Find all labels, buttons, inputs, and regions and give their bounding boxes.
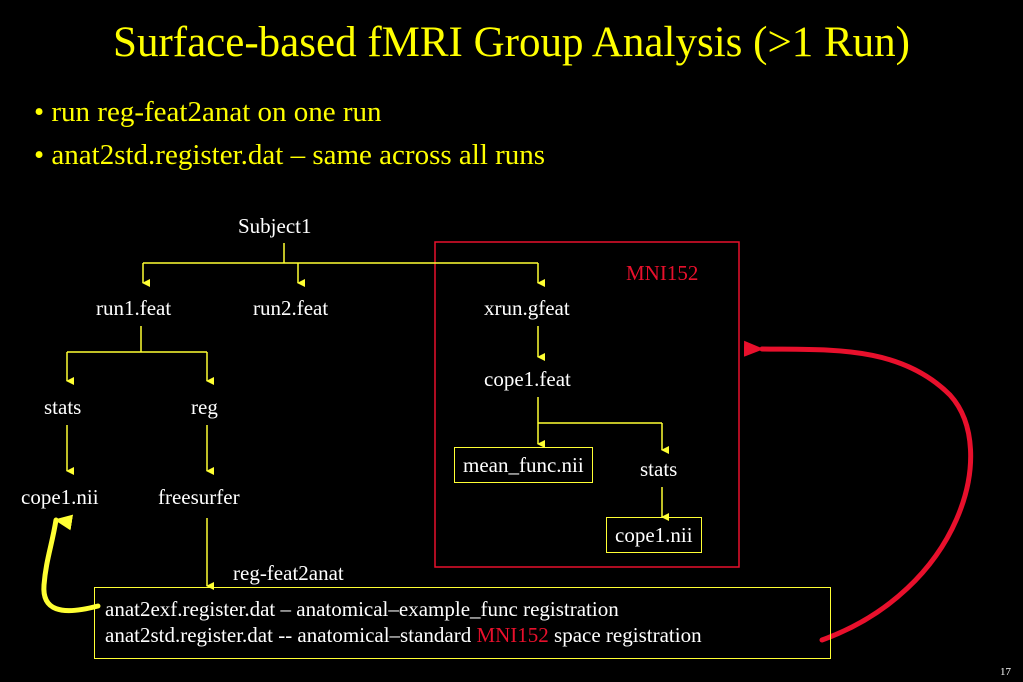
registration-line-2-suffix: space registration [548, 623, 702, 647]
reg-feat2anat-label: reg-feat2anat [233, 561, 344, 585]
reg-node: reg [191, 395, 218, 419]
yellow-curved-arrow [41, 514, 101, 614]
freesurfer-node: freesurfer [158, 485, 240, 509]
cope1-nii-left-node: cope1.nii [21, 485, 99, 509]
bullet-1: • run reg-feat2anat on one run [34, 96, 382, 128]
bullet-2: • anat2std.register.dat – same across al… [34, 139, 546, 171]
red-curved-arrow [743, 340, 973, 643]
registration-line-2-prefix: anat2std.register.dat -- anatomical–stan… [105, 623, 477, 647]
mean-func-nii-box: mean_func.nii [454, 447, 593, 483]
page-number: 17 [1000, 666, 1011, 678]
run1-feat-node: run1.feat [96, 296, 172, 320]
run2-feat-node: run2.feat [253, 296, 329, 320]
registration-line-2: anat2std.register.dat -- anatomical–stan… [105, 622, 820, 648]
xrun-gfeat-node: xrun.gfeat [484, 296, 570, 320]
slide-title: Surface-based fMRI Group Analysis (>1 Ru… [113, 19, 910, 66]
mni152-label: MNI152 [626, 261, 699, 285]
subject1-node: Subject1 [238, 214, 312, 238]
stats-left-node: stats [44, 395, 82, 419]
mni152-frame [434, 241, 740, 568]
registration-line-1: anat2exf.register.dat – anatomical–examp… [105, 597, 619, 621]
stats-right-node: stats [640, 457, 678, 481]
registration-line-2-mni152: MNI152 [476, 623, 549, 647]
cope1-nii-right-box: cope1.nii [606, 517, 702, 553]
cope1-feat-node: cope1.feat [484, 367, 571, 391]
registration-box: anat2exf.register.dat – anatomical–examp… [94, 587, 831, 659]
